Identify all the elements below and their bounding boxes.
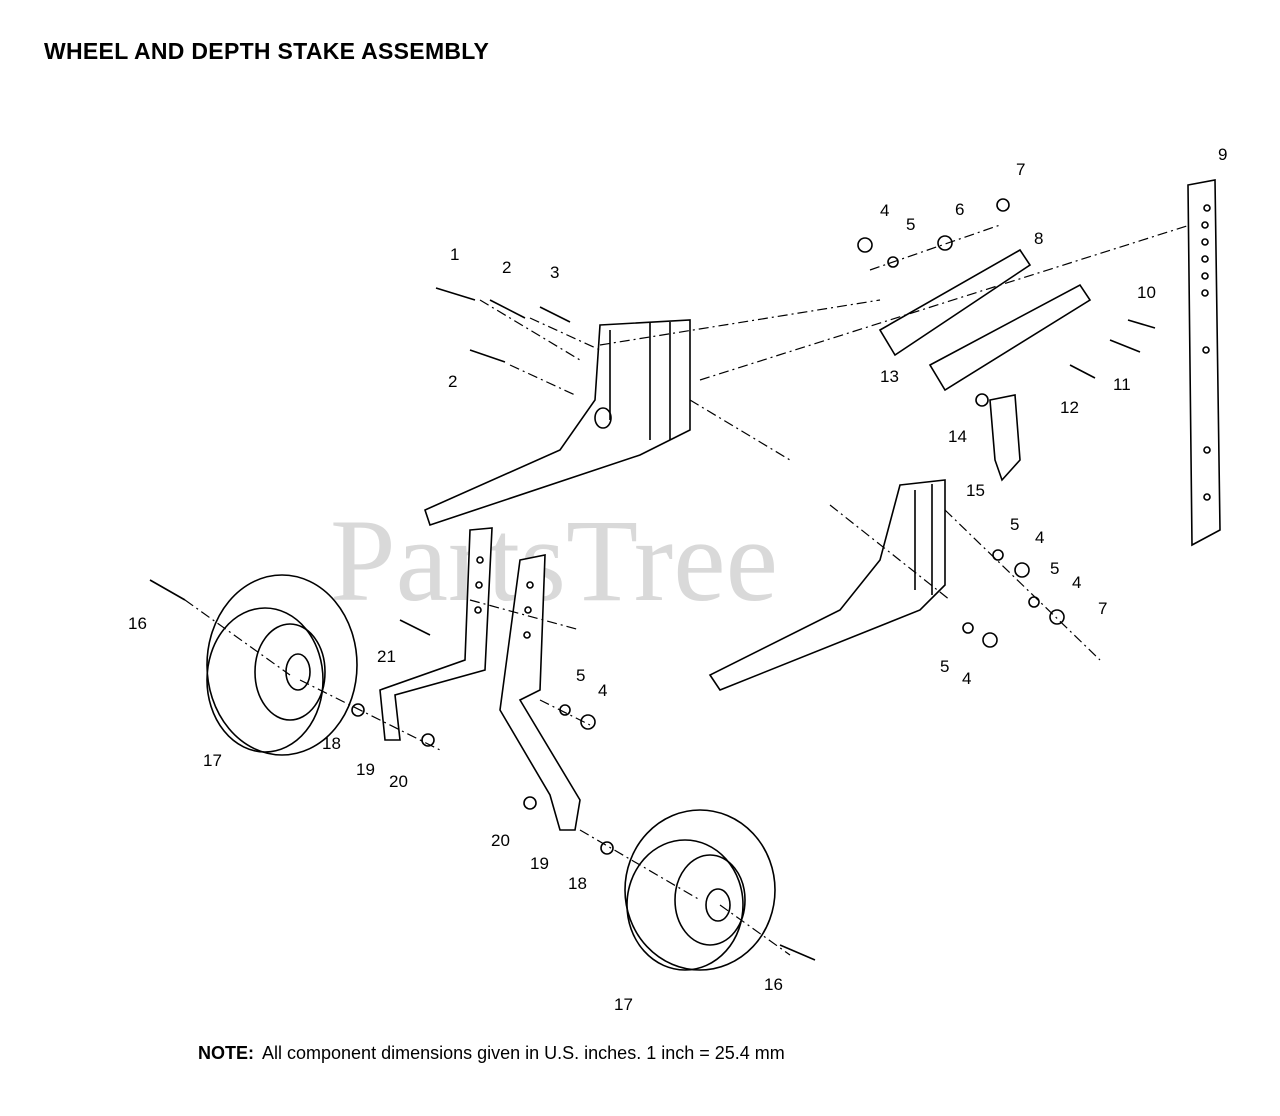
note-label: NOTE: [198, 1043, 254, 1063]
callout-16: 16 [128, 614, 147, 633]
right-frame-bracket [708, 479, 946, 691]
callout-10: 10 [1137, 283, 1156, 302]
callout-17: 17 [614, 995, 633, 1014]
callout-18: 18 [568, 874, 587, 893]
callout-5: 5 [1010, 515, 1019, 534]
callout-6: 6 [955, 200, 964, 219]
callout-4: 4 [1035, 528, 1044, 547]
callout-5: 5 [1050, 559, 1059, 578]
callout-7: 7 [1016, 160, 1025, 179]
callout-5: 5 [906, 215, 915, 234]
callout-19: 19 [356, 760, 375, 779]
callout-3: 3 [550, 263, 559, 282]
depth-stake [1187, 179, 1221, 547]
note-text: All component dimensions given in U.S. i… [262, 1043, 785, 1063]
wheel-right [624, 809, 776, 971]
page-title: WHEEL AND DEPTH STAKE ASSEMBLY [44, 38, 490, 64]
footnote: NOTE: All component dimensions given in U… [198, 1043, 785, 1064]
callout-15: 15 [966, 481, 985, 500]
callout-labels: 1 2 3 2 4 5 6 7 8 9 10 11 12 13 14 15 5 … [128, 145, 1227, 1014]
callout-12: 12 [1060, 398, 1079, 417]
callout-4: 4 [880, 201, 889, 220]
callout-7: 7 [1098, 599, 1107, 618]
callout-17: 17 [203, 751, 222, 770]
callout-20: 20 [491, 831, 510, 850]
callout-18: 18 [322, 734, 341, 753]
callout-14: 14 [948, 427, 967, 446]
wheel-bracket-left [379, 527, 493, 741]
wheel-bracket-right [499, 554, 581, 831]
callout-8: 8 [1034, 229, 1043, 248]
hitch-plates [878, 248, 1092, 482]
callout-19: 19 [530, 854, 549, 873]
callout-4: 4 [598, 681, 607, 700]
callout-20: 20 [389, 772, 408, 791]
left-frame-bracket [424, 319, 691, 527]
callout-5: 5 [576, 666, 585, 685]
callout-2: 2 [448, 372, 457, 391]
wheel-left [206, 574, 358, 756]
callout-9: 9 [1218, 145, 1227, 164]
callout-5: 5 [940, 657, 949, 676]
callout-13: 13 [880, 367, 899, 386]
callout-2: 2 [502, 258, 511, 277]
callout-11: 11 [1113, 375, 1131, 394]
callout-4: 4 [1072, 573, 1081, 592]
callout-1: 1 [450, 245, 459, 264]
callout-16: 16 [764, 975, 783, 994]
callout-21: 21 [377, 647, 396, 666]
callout-4: 4 [962, 669, 971, 688]
leader-lines [184, 224, 1191, 956]
bolts [149, 287, 1156, 961]
nuts-and-washers [351, 198, 1065, 855]
watermark: PartsTree [330, 495, 778, 626]
